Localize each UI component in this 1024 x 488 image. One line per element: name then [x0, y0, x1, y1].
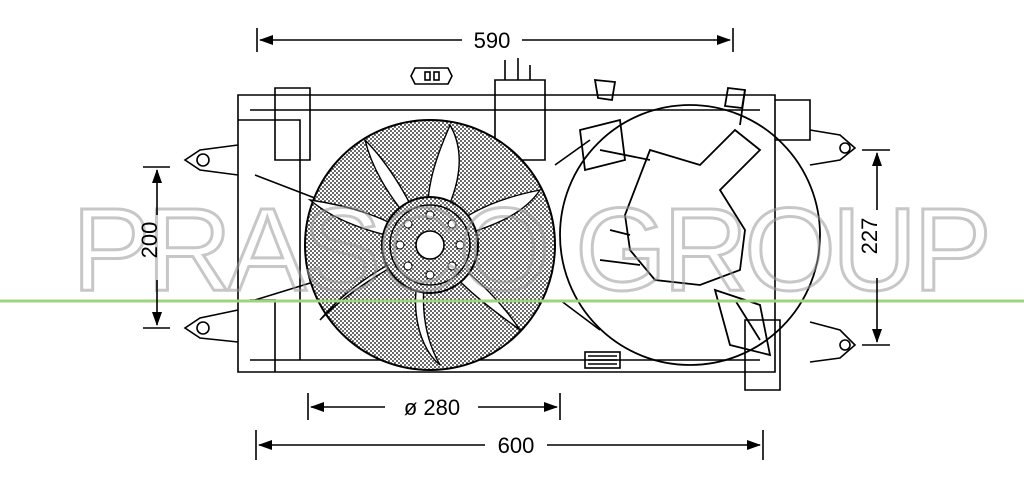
- dimension-label-left-height: 200: [137, 222, 162, 259]
- dimension-label-bottom-width: 600: [498, 433, 535, 458]
- dimension-left-height: 200: [137, 166, 170, 329]
- fan-left: [304, 119, 556, 371]
- svg-text:PRASCO GROUP: PRASCO GROUP: [72, 184, 988, 316]
- watermark: PRASCO GROUP: [71, 183, 994, 318]
- dimension-label-top-width: 590: [474, 28, 511, 53]
- dimension-bottom-width: 600: [255, 430, 764, 460]
- dimension-label-fan-diameter: ø 280: [404, 395, 460, 420]
- dimension-top-width: 590: [256, 28, 734, 53]
- dimension-fan-diameter: ø 280: [307, 393, 561, 420]
- dimension-right-height: 227: [857, 149, 890, 346]
- dimension-label-right-height: 227: [857, 218, 882, 255]
